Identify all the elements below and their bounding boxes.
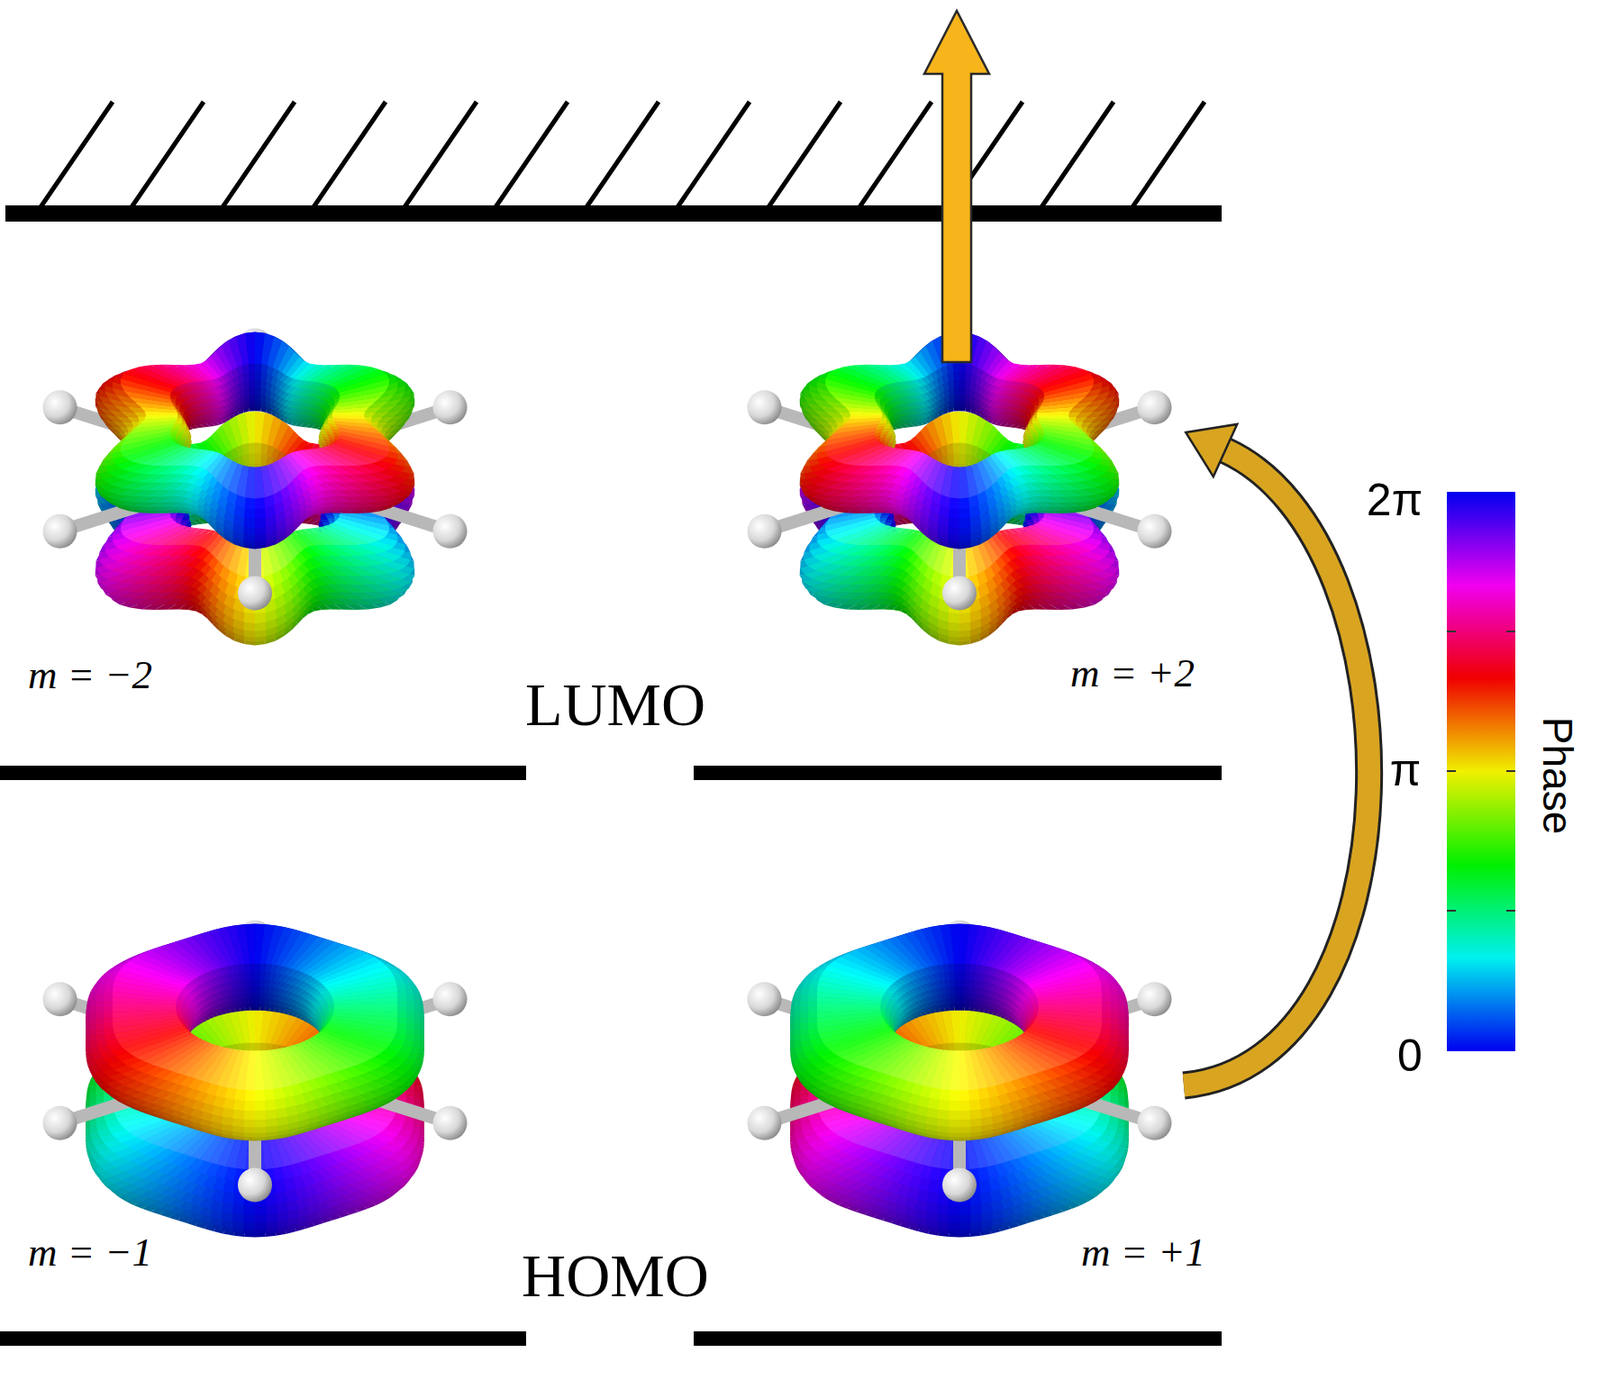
stage: m = −2LUMOm = +2m = −1HOMOm = +12ππ0Phas…: [0, 0, 1600, 1380]
